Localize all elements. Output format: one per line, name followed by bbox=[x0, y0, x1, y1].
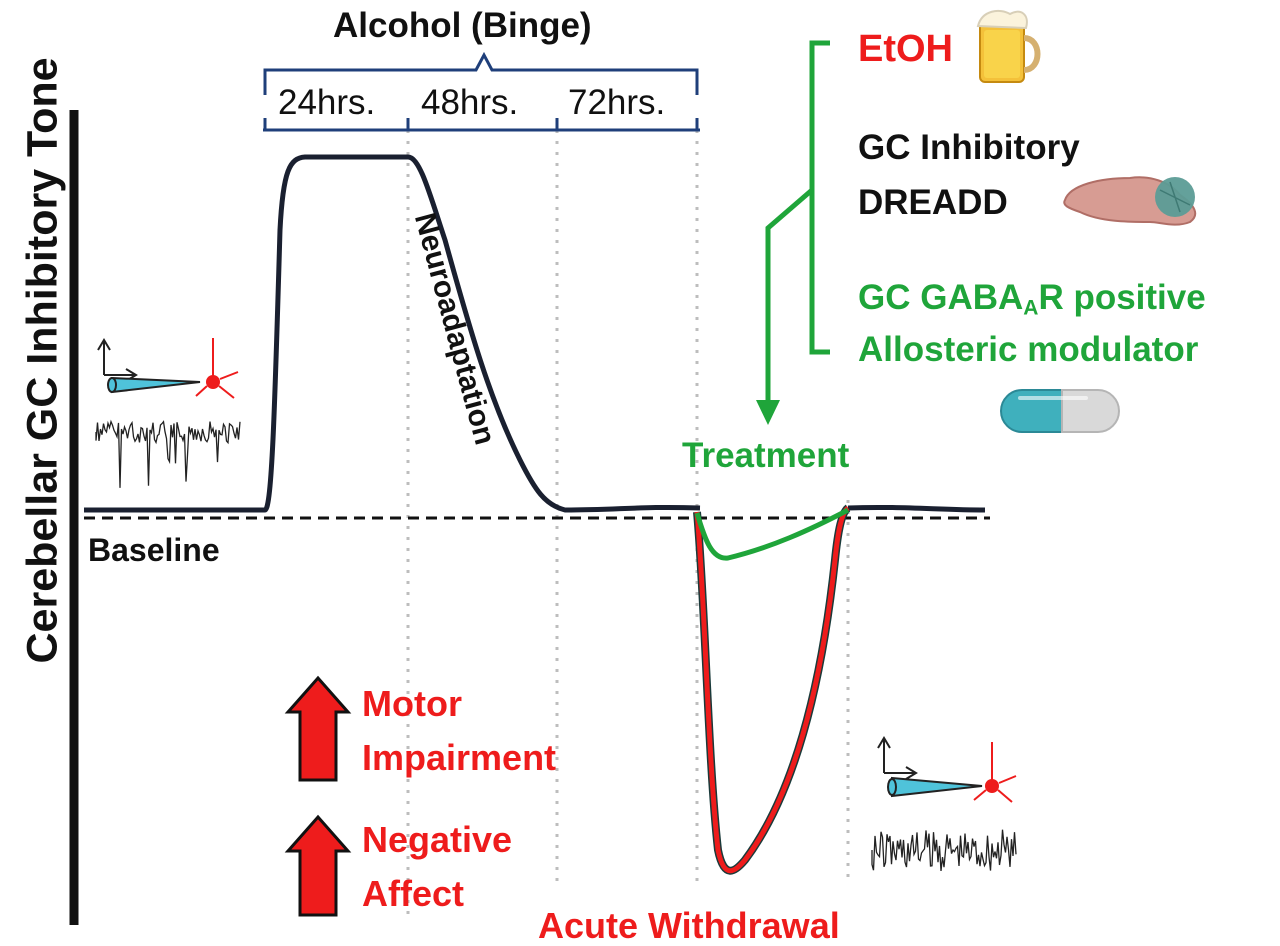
dreadd-label-line1: GC Inhibitory bbox=[858, 128, 1080, 167]
capsule-icon bbox=[1000, 389, 1120, 433]
effect-affect-line1: Negative bbox=[362, 819, 513, 860]
effect-motor-line1: Motor bbox=[362, 683, 462, 724]
time-label-24: 24hrs. bbox=[278, 83, 376, 122]
effect-motor-line2: Impairment bbox=[362, 737, 557, 778]
pam-label-line2: Allosteric modulator bbox=[858, 330, 1199, 369]
time-label-72: 72hrs. bbox=[568, 83, 666, 122]
brain-icon bbox=[1063, 176, 1197, 226]
withdrawal-curve bbox=[694, 505, 850, 874]
up-arrow-icon bbox=[284, 814, 352, 917]
spike-trace-icon bbox=[95, 419, 241, 488]
beer-mug-icon bbox=[976, 9, 1041, 83]
time-label-48: 48hrs. bbox=[421, 83, 519, 122]
electrode-neuron-icon bbox=[877, 736, 1017, 803]
up-arrow-icon bbox=[284, 675, 352, 782]
time-gridlines bbox=[406, 130, 850, 920]
dreadd-label-line2: DREADD bbox=[858, 183, 1008, 222]
y-axis-label: Cerebellar GC Inhibitory Tone bbox=[18, 57, 67, 664]
main-curve bbox=[84, 154, 701, 513]
main-curve-tail bbox=[847, 504, 986, 513]
electrode-neuron-icon bbox=[97, 338, 239, 399]
etoh-label: EtOH bbox=[858, 28, 953, 70]
alcohol-bracket bbox=[263, 51, 699, 95]
acute-withdrawal-label: Acute Withdrawal bbox=[538, 905, 840, 946]
treatment-arrowhead bbox=[756, 400, 780, 425]
baseline-label: Baseline bbox=[88, 532, 220, 568]
effect-affect-line2: Affect bbox=[362, 873, 465, 914]
treatment-curve bbox=[694, 507, 850, 561]
treatment-bracket bbox=[765, 40, 830, 410]
period-label: Alcohol (Binge) bbox=[333, 6, 592, 45]
treatment-label: Treatment bbox=[682, 436, 850, 475]
pam-label-line1: GC GABAAR positive bbox=[858, 278, 1206, 320]
time-ticks bbox=[263, 118, 699, 130]
spike-trace-icon bbox=[871, 829, 1017, 871]
